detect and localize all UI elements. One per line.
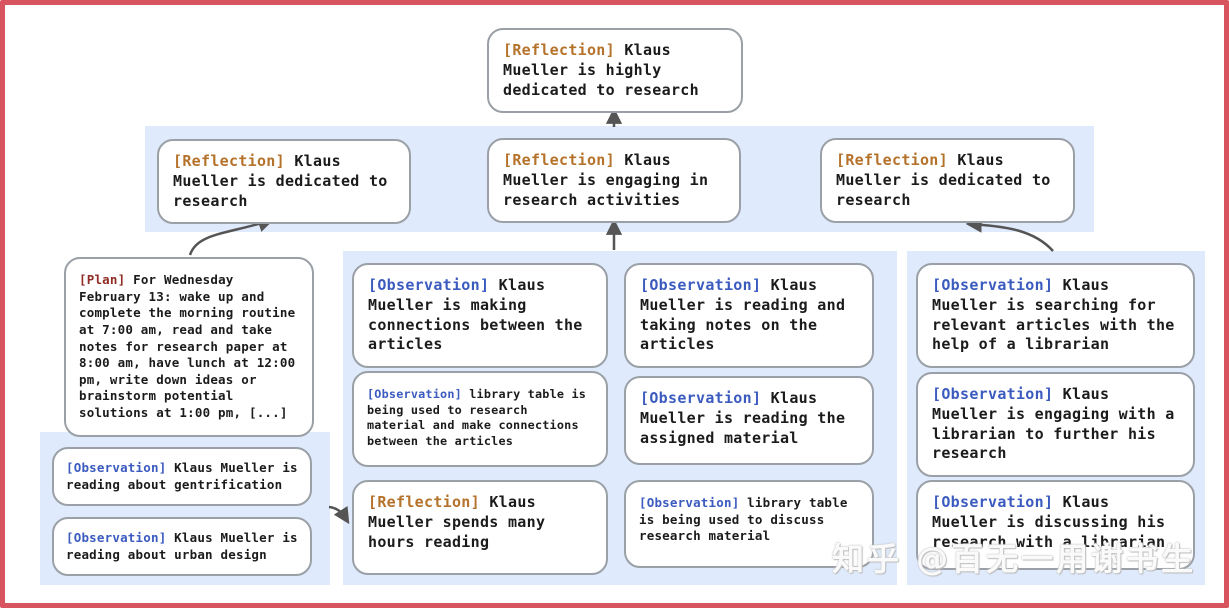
node-observation-assigned-material: [Observation] Klaus Mueller is reading t… <box>624 376 874 465</box>
node-observation-gentrification: [Observation] Klaus Mueller is reading a… <box>52 447 312 507</box>
node-text: Klaus Mueller spends many hours reading <box>368 493 546 551</box>
reflection-tag: [Reflection] <box>836 151 948 169</box>
node-observation-discussing-research: [Observation] Klaus Mueller is discussin… <box>916 480 1195 570</box>
node-reflection-left: [Reflection] Klaus Mueller is dedicated … <box>157 139 411 225</box>
node-text: Klaus Mueller is reading and taking note… <box>640 276 846 354</box>
observation-tag: [Observation] <box>368 276 490 294</box>
node-top-reflection: [Reflection] Klaus Mueller is highly ded… <box>487 28 743 114</box>
node-observation-urban-design: [Observation] Klaus Mueller is reading a… <box>52 517 312 577</box>
node-reflection-right: [Reflection] Klaus Mueller is dedicated … <box>820 138 1075 224</box>
node-text: Klaus Mueller is reading the assigned ma… <box>640 389 846 447</box>
reflection-tag: [Reflection] <box>368 493 480 511</box>
node-text: library table is being used to discuss r… <box>639 495 848 544</box>
node-text: Klaus Mueller is engaging in research ac… <box>503 151 709 209</box>
node-observation-making-connections: [Observation] Klaus Mueller is making co… <box>352 263 608 369</box>
node-text: Klaus Mueller is dedicated to research <box>173 152 388 210</box>
node-text: Klaus Mueller is engaging with a librari… <box>932 385 1175 463</box>
node-text: Klaus Mueller is highly dedicated to res… <box>503 41 699 99</box>
node-text: Klaus Mueller is dedicated to research <box>836 151 1051 209</box>
observation-tag: [Observation] <box>640 389 762 407</box>
node-observation-searching-articles: [Observation] Klaus Mueller is searching… <box>916 263 1195 369</box>
observation-tag: [Observation] <box>932 385 1054 403</box>
node-text: Klaus Mueller is reading about urban des… <box>66 530 298 562</box>
node-observation-library-table-research: [Observation] library table is being use… <box>352 371 608 467</box>
observation-tag: [Observation] <box>932 493 1054 511</box>
observation-tag: [Observation] <box>367 387 462 401</box>
node-observation-taking-notes: [Observation] Klaus Mueller is reading a… <box>624 263 874 369</box>
node-observation-engaging-librarian: [Observation] Klaus Mueller is engaging … <box>916 372 1195 478</box>
observation-tag: [Observation] <box>639 495 740 510</box>
node-text: Klaus Mueller is making connections betw… <box>368 276 583 354</box>
node-observation-library-table-discuss: [Observation] library table is being use… <box>624 480 874 568</box>
observation-tag: [Observation] <box>66 530 167 545</box>
reflection-tag: [Reflection] <box>173 152 285 170</box>
node-text: For Wednesday February 13: wake up and c… <box>79 272 296 420</box>
node-plan: [Plan] For Wednesday February 13: wake u… <box>64 257 314 437</box>
node-reflection-hours-reading: [Reflection] Klaus Mueller spends many h… <box>352 480 608 575</box>
observation-tag: [Observation] <box>640 276 762 294</box>
reflection-tag: [Reflection] <box>503 41 615 59</box>
plan-tag: [Plan] <box>79 272 126 287</box>
arrow-right-group-to-right-reflection <box>965 216 1054 252</box>
observation-tag: [Observation] <box>932 276 1054 294</box>
node-text: Klaus Mueller is discussing his research… <box>932 493 1166 551</box>
arrow-plan-to-left-reflection <box>188 216 275 256</box>
arrow-bottom-left-to-reflection <box>328 505 350 525</box>
reflection-tag: [Reflection] <box>503 151 615 169</box>
zhihu-watermark: 知乎 @百无一用谢书生 <box>832 540 1197 578</box>
node-text: Klaus Mueller is searching for relevant … <box>932 276 1175 354</box>
node-text: library table is being used to research … <box>367 387 587 448</box>
observation-tag: [Observation] <box>66 460 167 475</box>
node-text: Klaus Mueller is reading about gentrific… <box>66 460 298 492</box>
node-reflection-middle: [Reflection] Klaus Mueller is engaging i… <box>487 138 741 224</box>
